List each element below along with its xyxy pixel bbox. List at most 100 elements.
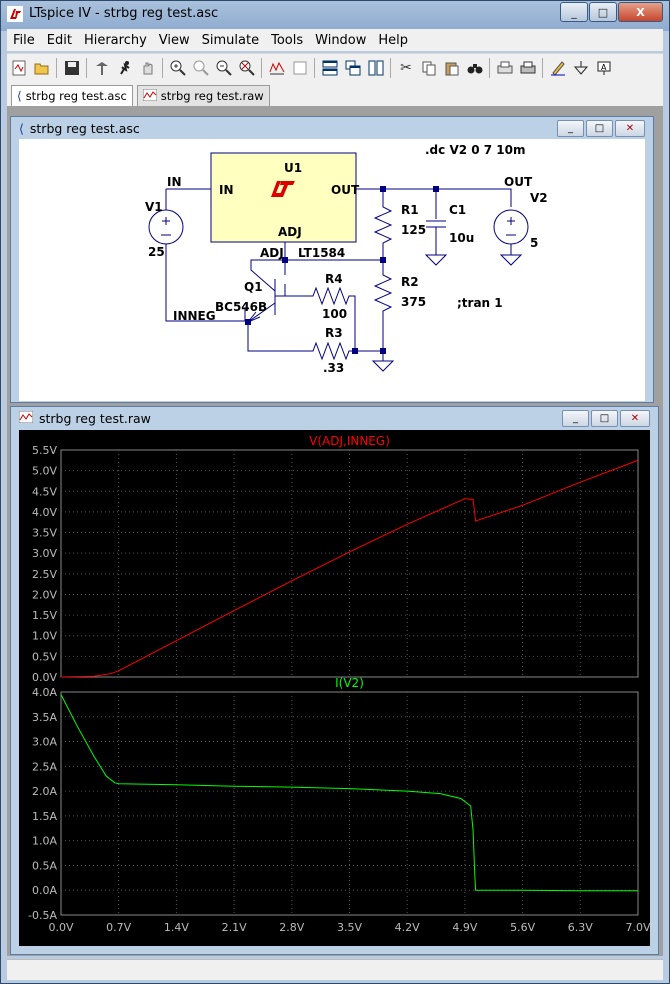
run-icon[interactable] xyxy=(114,57,136,79)
zoom-fit-icon[interactable] xyxy=(236,57,258,79)
schematic-close-button[interactable]: ✕ xyxy=(615,120,645,137)
r4-label: R4 xyxy=(325,272,343,286)
halt-hand-icon[interactable] xyxy=(137,57,159,79)
cut-icon[interactable]: ✂ xyxy=(395,57,417,79)
x-tick-label: 2.1V xyxy=(222,921,247,934)
tab-label: strbg reg test.raw xyxy=(160,89,264,103)
waveform-close-button[interactable]: ✕ xyxy=(620,410,650,427)
y-tick-label: 3.0V xyxy=(32,547,57,560)
print-icon[interactable] xyxy=(517,57,539,79)
zoom-out-icon[interactable] xyxy=(213,57,235,79)
menu-window[interactable]: Window xyxy=(315,32,367,48)
schematic-maximize-button[interactable]: □ xyxy=(586,120,613,137)
inneg-net-label: INNEG xyxy=(173,309,216,323)
menu-simulate[interactable]: Simulate xyxy=(201,32,260,48)
x-tick-label: 5.6V xyxy=(510,921,535,934)
menu-file[interactable]: File xyxy=(13,32,35,48)
place-trace-icon[interactable] xyxy=(289,57,311,79)
c1-label: C1 xyxy=(449,203,467,217)
u1-in-pin-label: IN xyxy=(219,183,234,197)
cascade-icon[interactable] xyxy=(342,57,364,79)
x-tick-label: 0.0V xyxy=(48,921,73,934)
toolbar-separator xyxy=(86,58,87,78)
waveform-plot: 0.0V0.5V1.0V1.5V2.0V2.5V3.0V3.5V4.0V4.5V… xyxy=(28,434,651,934)
tab-waveform[interactable]: strbg reg test.raw xyxy=(136,85,270,106)
y-tick-label: 5.5V xyxy=(32,444,57,457)
zoom-in-icon[interactable] xyxy=(167,57,189,79)
u1-regulator-box xyxy=(210,152,357,243)
document-tabs: ⟨ strbg reg test.asc strbg reg test.raw xyxy=(7,82,663,106)
schematic-window-title: ⟨strbg reg test.asc xyxy=(19,121,140,136)
junction-dot xyxy=(380,348,386,354)
y-tick-label: 5.0V xyxy=(32,465,57,478)
u1-adj-pin-label: ADJ xyxy=(278,225,302,239)
toolbar-separator xyxy=(314,58,315,78)
save-icon[interactable] xyxy=(61,57,83,79)
y-tick-label: 0.5A xyxy=(32,859,57,872)
menu-tools[interactable]: Tools xyxy=(271,32,304,48)
y-tick-label: 2.0A xyxy=(32,785,57,798)
junction-dot xyxy=(380,186,386,192)
copy-icon[interactable] xyxy=(418,57,440,79)
junction-dot xyxy=(282,257,288,263)
zoom-pan-icon[interactable] xyxy=(190,57,212,79)
junction-dot xyxy=(433,186,439,192)
open-icon[interactable] xyxy=(31,57,53,79)
tile-vertical-icon[interactable] xyxy=(365,57,387,79)
label-net-icon[interactable]: A xyxy=(593,57,615,79)
waveform-minimize-button[interactable]: _ xyxy=(562,410,589,427)
schematic-icon: ⟨ xyxy=(17,89,22,103)
r3-label: R3 xyxy=(325,326,343,340)
plot-frame xyxy=(60,691,639,916)
schematic-canvas[interactable]: .dc V2 0 7 10m ;tran 1 IN OUT U1 IN OUT … xyxy=(19,139,645,401)
menu-edit[interactable]: Edit xyxy=(46,32,72,48)
y-tick-label: 0.0A xyxy=(32,884,57,897)
menu-hierarchy[interactable]: Hierarchy xyxy=(83,32,147,48)
x-tick-label: 2.8V xyxy=(279,921,304,934)
menu-help[interactable]: Help xyxy=(378,32,409,48)
maximize-button[interactable]: □ xyxy=(589,2,617,22)
tab-label: strbg reg test.asc xyxy=(25,89,127,103)
tran-directive[interactable]: ;tran 1 xyxy=(457,296,503,310)
window-title: LTspice IV - strbg reg test.asc xyxy=(29,6,219,21)
y-tick-label: 0.5V xyxy=(32,650,57,663)
control-panel-icon[interactable] xyxy=(91,57,113,79)
dc-directive[interactable]: .dc V2 0 7 10m xyxy=(425,143,526,157)
x-tick-label: 6.3V xyxy=(568,921,593,934)
maximize-icon: □ xyxy=(597,5,609,19)
x-tick-label: 7.0V xyxy=(625,921,650,934)
find-binoculars-icon[interactable] xyxy=(464,57,486,79)
schematic-drawing xyxy=(148,152,529,372)
y-tick-label: 0.0V xyxy=(32,671,57,684)
y-tick-label: 2.5V xyxy=(32,568,57,581)
y-tick-label: 3.0A xyxy=(32,736,57,749)
new-schematic-icon[interactable] xyxy=(8,57,30,79)
ground-icon[interactable] xyxy=(570,57,592,79)
draw-wire-pencil-icon[interactable] xyxy=(547,57,569,79)
y-tick-label: 4.0V xyxy=(32,506,57,519)
print-preview-icon[interactable] xyxy=(494,57,516,79)
title-bar[interactable]: LTspice IV - strbg reg test.asc _ □ X xyxy=(1,1,669,27)
menu-view[interactable]: View xyxy=(158,32,190,48)
paste-icon[interactable] xyxy=(441,57,463,79)
minimize-button[interactable]: _ xyxy=(560,2,588,22)
ltspice-logo-icon xyxy=(7,6,23,22)
waveform-maximize-button[interactable]: □ xyxy=(591,410,618,427)
v2-value: 5 xyxy=(530,236,539,250)
y-tick-label: 4.0A xyxy=(32,686,57,699)
y-tick-label: 4.5V xyxy=(32,485,57,498)
toolbar: ✂ A xyxy=(7,53,663,82)
mdi-area: ⟨strbg reg test.asc _ □ ✕ xyxy=(7,106,663,956)
tab-schematic[interactable]: ⟨ strbg reg test.asc xyxy=(11,85,133,106)
series-line xyxy=(60,694,638,892)
schematic-minimize-button[interactable]: _ xyxy=(557,120,584,137)
waveform-window-title: strbg reg test.raw xyxy=(18,410,151,426)
schematic-icon: ⟨ xyxy=(19,121,24,136)
close-button[interactable]: X xyxy=(618,2,663,22)
tile-horizontal-icon[interactable] xyxy=(319,57,341,79)
autorange-icon[interactable] xyxy=(266,57,288,79)
r1-value: 125 xyxy=(401,223,427,237)
junction-dot xyxy=(352,348,358,354)
